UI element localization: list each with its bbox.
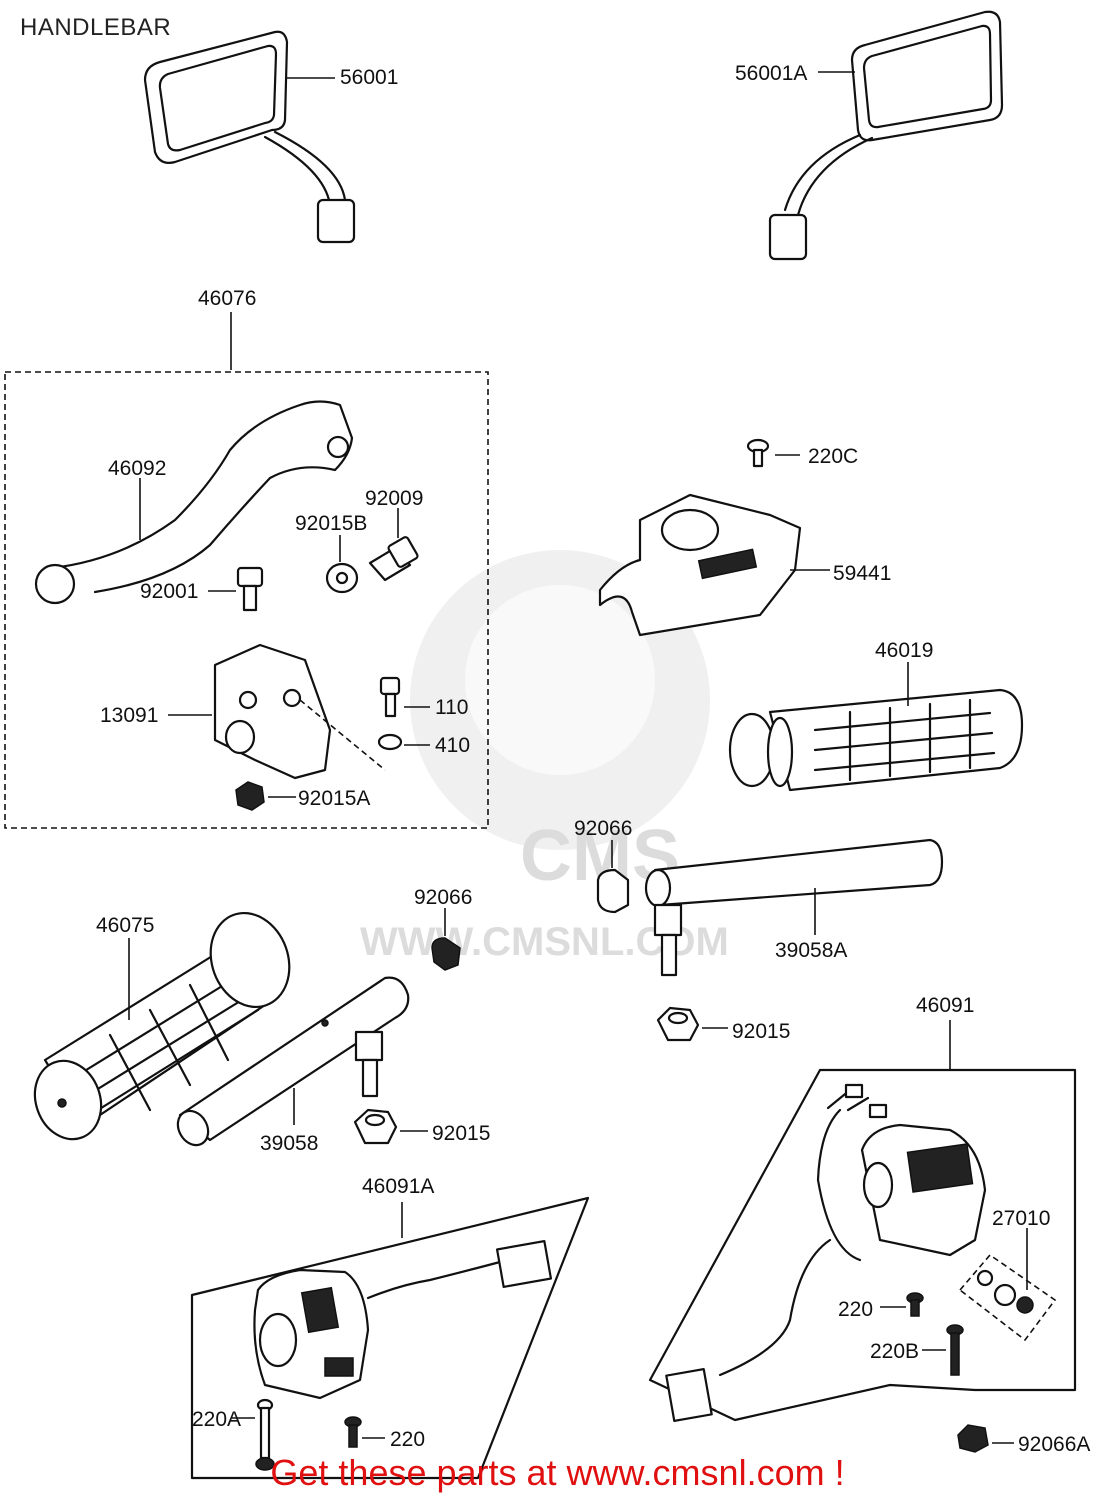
label-92066-left: 92066 (414, 886, 472, 909)
part-220b-screw[interactable]: 220B (870, 1324, 964, 1376)
part-220c-screw[interactable]: 220C (746, 438, 858, 468)
label-92015a: 92015A (298, 787, 370, 810)
label-46019: 46019 (875, 639, 933, 662)
footer-link[interactable]: Get these parts at www.cmsnl.com ! (270, 1452, 845, 1493)
part-92015a-nut[interactable]: 92015A (235, 781, 370, 811)
part-92009-adjuster[interactable]: 92009 (365, 487, 423, 582)
label-92066a: 92066A (1018, 1433, 1090, 1456)
label-92015b: 92015B (295, 512, 367, 535)
label-56001a: 56001A (735, 62, 807, 85)
label-92015-left: 92015 (432, 1122, 490, 1145)
label-46091a: 46091A (362, 1175, 434, 1198)
label-220c: 220C (808, 445, 858, 468)
part-13091-lever-holder[interactable]: 13091 (100, 643, 386, 780)
label-56001: 56001 (340, 66, 398, 89)
part-46091-switch-right[interactable]: 46091 (648, 994, 1077, 1423)
part-39058-throttle-tube[interactable]: 39058 (172, 976, 410, 1155)
part-110-bolt[interactable]: 110 (379, 676, 468, 719)
page-title: HANDLEBAR (20, 14, 172, 41)
part-46091a-switch-left[interactable]: 46091A (190, 1175, 590, 1480)
label-410: 410 (435, 734, 470, 757)
part-59441-housing[interactable]: 59441 (598, 493, 891, 637)
label-46075: 46075 (96, 914, 154, 937)
part-46075-grip[interactable]: 46075 (24, 902, 302, 1149)
part-27010-switch-unit[interactable]: 27010 (958, 1207, 1057, 1342)
label-92001: 92001 (140, 580, 198, 603)
label-39058a: 39058A (775, 939, 847, 962)
part-220-screw-left[interactable]: 220 (344, 1416, 425, 1451)
label-92009: 92009 (365, 487, 423, 510)
part-410-washer[interactable]: 410 (377, 733, 470, 757)
label-220b: 220B (870, 1340, 919, 1363)
watermark: CMS WWW.CMSNL.COM (360, 550, 729, 964)
part-92015b-locknut[interactable]: 92015B (295, 512, 367, 594)
label-13091: 13091 (100, 704, 158, 727)
label-46091: 46091 (916, 994, 974, 1017)
part-92015-nut-right[interactable]: 92015 (656, 1006, 790, 1043)
part-46076-lever-assembly[interactable]: 46076 (4, 287, 489, 829)
label-27010: 27010 (992, 1207, 1050, 1230)
part-92066-plug-right[interactable]: 92066 (574, 817, 632, 914)
part-56001a-mirror-right[interactable]: 56001A (735, 10, 1004, 261)
label-59441: 59441 (833, 562, 891, 585)
part-92066-plug-left[interactable]: 92066 (414, 886, 472, 971)
part-92015-nut-left[interactable]: 92015 (353, 1108, 490, 1145)
part-46092-lever[interactable]: 46092 (34, 400, 354, 605)
label-46076: 46076 (198, 287, 256, 310)
label-220a: 220A (192, 1408, 241, 1431)
part-220-screw-right[interactable]: 220 (838, 1292, 924, 1321)
label-92066-right: 92066 (574, 817, 632, 840)
part-92001-bolt[interactable]: 92001 (140, 566, 264, 612)
part-56001-mirror-left[interactable]: 56001 (143, 30, 398, 244)
part-220a-screw[interactable]: 220A (192, 1398, 275, 1471)
label-92015-right: 92015 (732, 1020, 790, 1043)
label-220-left: 220 (390, 1428, 425, 1451)
label-46092: 46092 (108, 457, 166, 480)
part-92066a-plug[interactable]: 92066A (957, 1424, 1090, 1456)
part-46019-grip[interactable]: 46019 (728, 639, 1024, 792)
label-110: 110 (435, 696, 468, 719)
label-220-right: 220 (838, 1298, 873, 1321)
part-39058a-throttle-tube[interactable]: 39058A (644, 838, 944, 977)
label-39058: 39058 (260, 1132, 318, 1155)
